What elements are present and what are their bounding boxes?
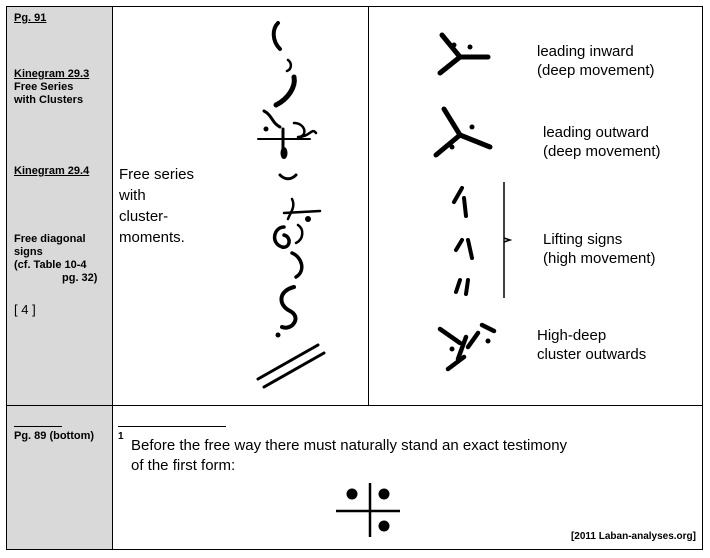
kinegram-29-4-title: Kinegram 29.4 xyxy=(14,165,90,177)
footnote-text: Before the free way there must naturally… xyxy=(131,436,611,476)
footnote-number: 1 xyxy=(118,431,124,442)
diagonal-signs-line-2: signs xyxy=(14,246,43,258)
caption-line-3: cluster- xyxy=(119,208,169,225)
footnote-line-2: of the first form: xyxy=(131,457,236,474)
exact-form-sign xyxy=(336,483,400,537)
high-deep-label: High-deep xyxy=(537,327,607,344)
footnote-line-1: Before the free way there must naturally… xyxy=(131,437,568,454)
footnote-page-reference: Pg. 89 (bottom) xyxy=(14,430,95,442)
copyright-credit: [2011 Laban-analyses.org] xyxy=(570,531,696,542)
kinegram-29-3-subtitle-2: with Clusters xyxy=(14,94,84,106)
high-deep-sublabel: cluster outwards xyxy=(537,346,647,363)
footnote-divider xyxy=(6,405,703,406)
leading-inward-sign xyxy=(437,32,491,76)
page-frame xyxy=(6,6,703,550)
reference-number: [ 4 ] xyxy=(14,302,36,317)
column-divider xyxy=(368,6,369,405)
free-series-kinegram xyxy=(256,21,326,389)
leading-inward-label: leading inward xyxy=(537,43,634,60)
page-reference: Pg. 91 xyxy=(14,12,47,24)
footnote-rule xyxy=(118,426,226,427)
kinegram-29-3-subtitle-1: Free Series xyxy=(14,81,74,93)
leading-inward-sublabel: (deep movement) xyxy=(537,62,655,79)
caption-line-2: with xyxy=(119,187,146,204)
caption-line-1: Free series xyxy=(119,166,195,183)
sidebar-footnote-rule xyxy=(14,426,62,427)
lifting-signs xyxy=(452,182,513,298)
leading-outward-sign xyxy=(433,106,493,158)
lifting-signs-sublabel: (high movement) xyxy=(543,250,656,267)
kinegram-29-3-title: Kinegram 29.3 xyxy=(14,68,90,80)
lifting-signs-label: Lifting signs xyxy=(543,231,623,248)
sidebar-column xyxy=(6,6,113,550)
caption-line-4: moments. xyxy=(119,229,185,246)
high-deep-cluster-sign xyxy=(437,322,497,372)
diagonal-signs-line-1: Free diagonal xyxy=(14,233,86,245)
diagonal-signs-line-4: pg. 32) xyxy=(62,272,98,284)
leading-outward-label: leading outward xyxy=(543,124,649,141)
leading-outward-sublabel: (deep movement) xyxy=(543,143,661,160)
diagonal-signs-line-3: (cf. Table 10-4 xyxy=(14,259,87,271)
